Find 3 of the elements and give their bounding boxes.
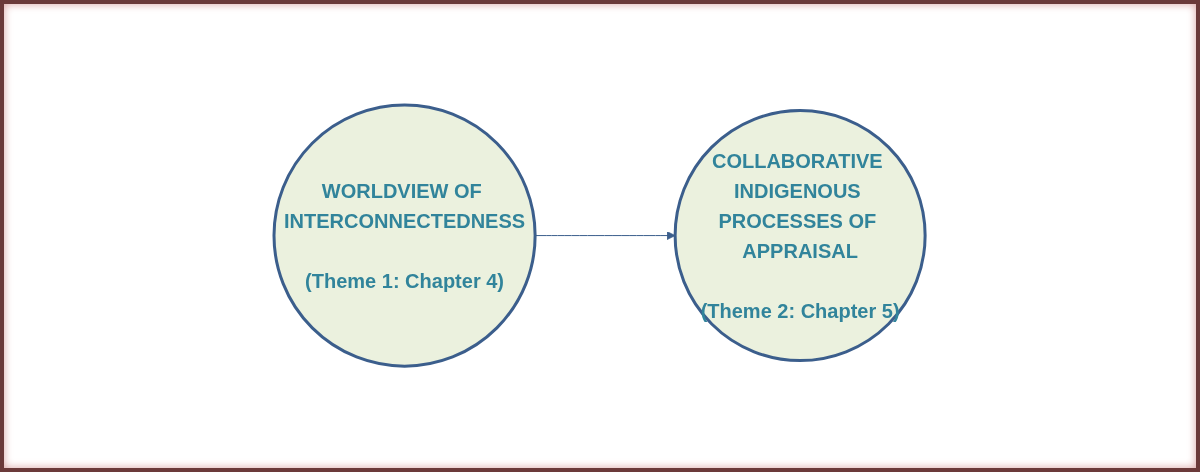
- arrow: [535, 231, 676, 241]
- node-circle: WORLDVIEW OF INTERCONNECTEDNESS (Theme 1: Chapter 4): [272, 103, 538, 369]
- node-circle: COLLABORATIVE INDIGENOUS PROCESSES OF APPRAISAL (Theme 2: Chapter 5): [674, 109, 928, 363]
